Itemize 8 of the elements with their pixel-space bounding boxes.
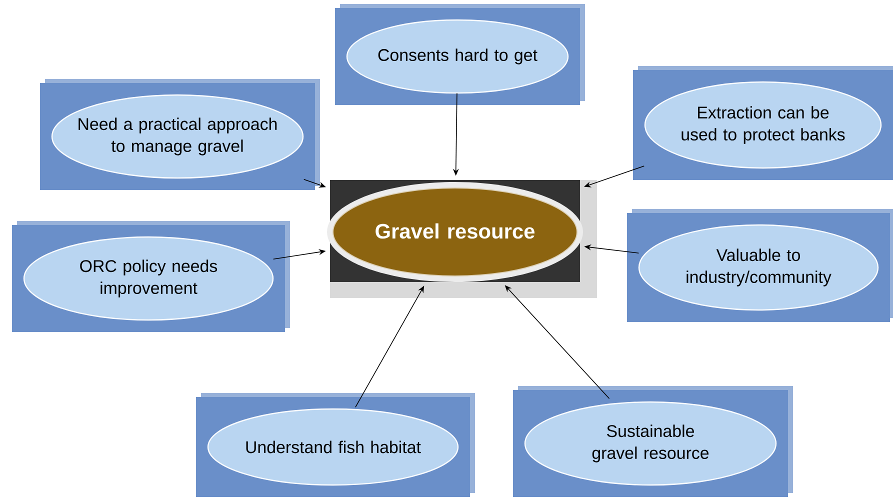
- topic-box: ORC policy needs improvement: [12, 221, 290, 332]
- topic-box: Extraction can be used to protect banks: [633, 66, 893, 180]
- topic-box: Sustainable gravel resource: [513, 386, 793, 497]
- topic-box: Understand fish habitat: [196, 393, 475, 497]
- topic-box: Need a practical approach to manage gravel: [40, 79, 320, 190]
- topic-box: Consents hard to get: [335, 4, 585, 105]
- central-box: Gravel resource: [327, 180, 597, 298]
- topic-box: Valuable to industry/community: [627, 209, 893, 322]
